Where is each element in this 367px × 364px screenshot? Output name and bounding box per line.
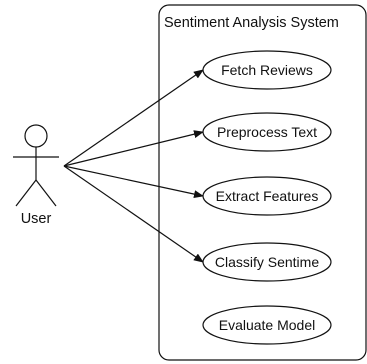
association-arrow [63, 165, 204, 199]
use-case: Preprocess Text [202, 112, 332, 152]
use-case-label: Evaluate Model [219, 317, 316, 333]
use-case-ellipse [202, 50, 332, 90]
actor-figure [13, 124, 59, 207]
actor-left-leg [15, 179, 37, 207]
use-case: Evaluate Model [202, 305, 332, 345]
use-case-label: Classify Sentime [215, 254, 319, 270]
system-boundary [158, 4, 367, 361]
use-case-label: Extract Features [216, 188, 319, 204]
use-case-ellipse [202, 305, 332, 345]
associations [63, 69, 204, 263]
use-case-label: Fetch Reviews [221, 62, 313, 78]
use-case-label: Preprocess Text [217, 124, 317, 140]
use-case-ellipse [202, 176, 332, 216]
association-arrow [63, 130, 204, 167]
use-case-ellipse [202, 112, 332, 152]
actor-right-leg [35, 179, 57, 207]
actor-name: User [21, 211, 52, 227]
use-case-ellipse [202, 242, 332, 282]
use-case: Extract Features [202, 176, 332, 216]
association-arrow [63, 69, 204, 167]
association-arrow [63, 165, 204, 263]
system-title: Sentiment Analysis System [164, 15, 339, 31]
actor-head [24, 124, 48, 148]
use-case: Fetch Reviews [202, 50, 332, 90]
use-case: Classify Sentime [202, 242, 332, 282]
